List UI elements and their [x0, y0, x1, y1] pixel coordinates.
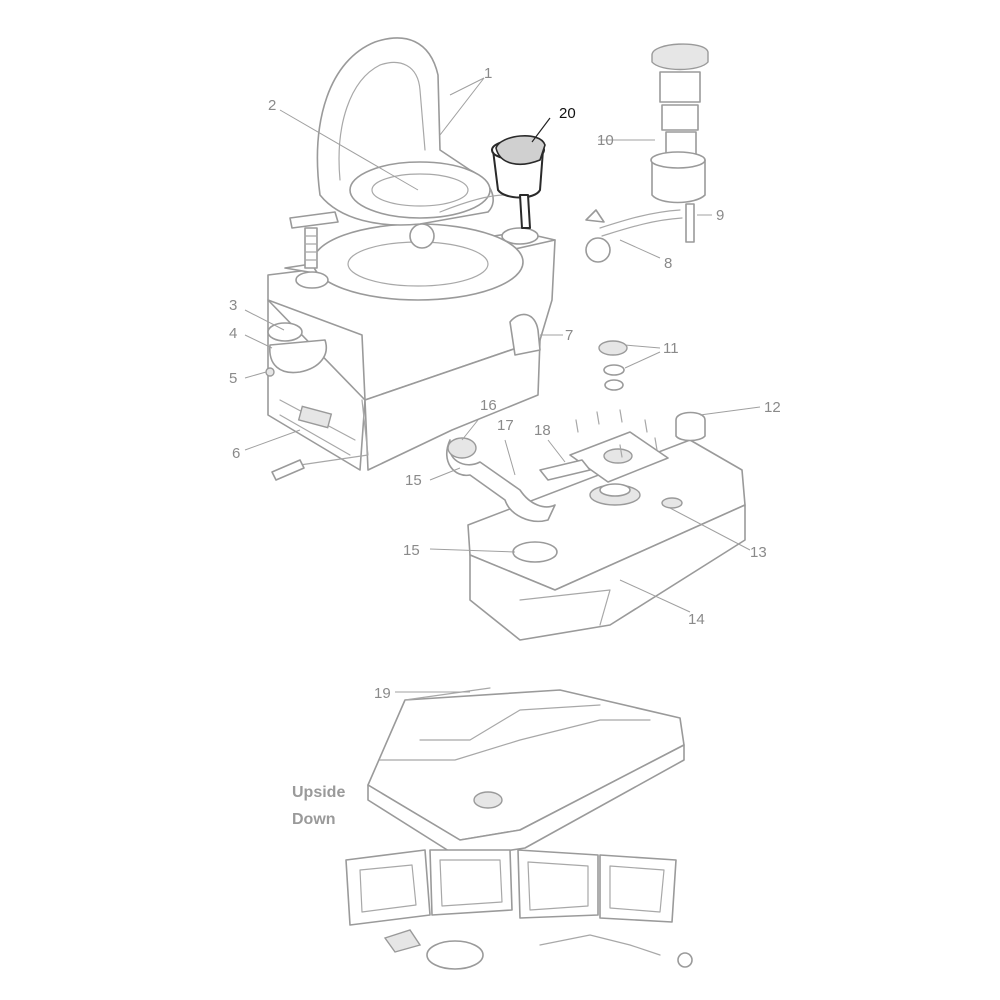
part-20-highlighted — [491, 134, 546, 229]
callout-10: 10 — [597, 132, 614, 149]
toilet-unit — [265, 37, 556, 481]
waste-tank — [445, 340, 746, 641]
upside-down-note: Upside Down — [292, 784, 345, 828]
callout-12: 12 — [764, 399, 781, 416]
callout-19: 19 — [374, 685, 391, 702]
part-5-plug — [265, 367, 275, 377]
callout-4: 4 — [229, 325, 237, 342]
callout-17: 17 — [497, 417, 514, 434]
part-4-valve — [269, 339, 327, 374]
callout-16: 16 — [480, 397, 497, 414]
part-9-pin — [685, 203, 695, 243]
callout-9: 9 — [716, 207, 724, 224]
part-8-hose — [585, 209, 683, 263]
leader-lines — [244, 77, 761, 693]
callout-20: 20 — [559, 105, 576, 122]
callout-1: 1 — [484, 65, 492, 82]
callout-15-upper: 15 — [405, 472, 422, 489]
callout-7: 7 — [565, 327, 573, 344]
callout-6: 6 — [232, 445, 240, 462]
callout-5: 5 — [229, 370, 237, 387]
part-3-ring — [267, 322, 303, 342]
callout-18: 18 — [534, 422, 551, 439]
callout-3: 3 — [229, 297, 237, 314]
callout-labels: 1 2 3 4 5 6 7 8 9 10 11 12 13 14 15 15 1… — [229, 65, 781, 702]
part-10-assembly — [650, 43, 709, 204]
upside-down-view — [367, 687, 685, 859]
callout-2: 2 — [268, 97, 276, 114]
callout-15-lower: 15 — [403, 542, 420, 559]
callout-8: 8 — [664, 255, 672, 272]
note-line-2: Down — [292, 811, 336, 828]
callout-14: 14 — [688, 611, 705, 628]
callout-11: 11 — [663, 340, 679, 357]
service-doors — [345, 849, 693, 970]
toilet-seat-and-lid — [316, 37, 494, 226]
callout-13: 13 — [750, 544, 767, 561]
flush-knob — [289, 211, 339, 269]
note-line-1: Upside — [292, 784, 345, 801]
